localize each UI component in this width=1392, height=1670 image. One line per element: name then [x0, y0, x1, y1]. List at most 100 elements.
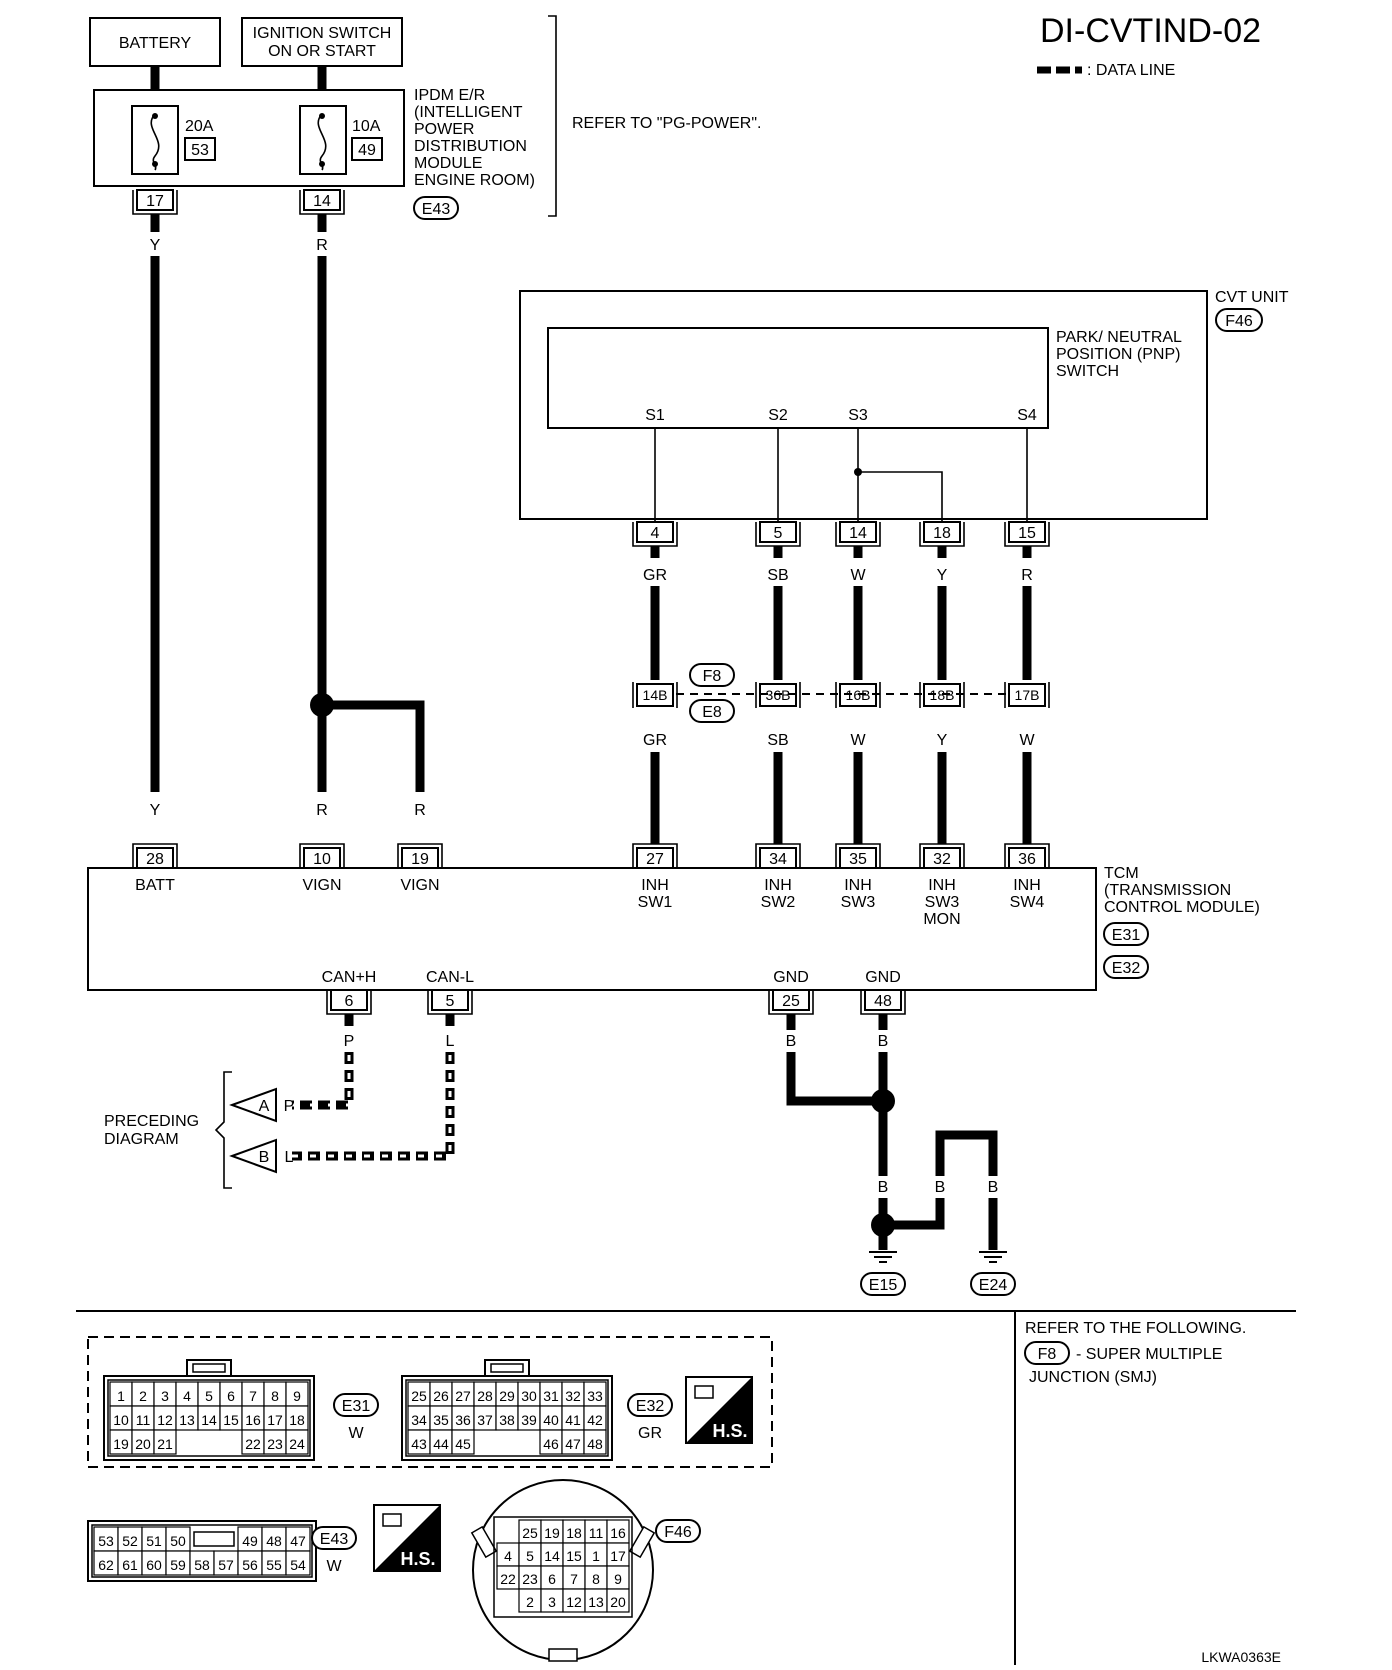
joint-pin-17B: 17B [1004, 682, 1050, 708]
cvt-pin-18: 18 [919, 521, 965, 547]
cvt-connector-tag: F46 [1215, 308, 1263, 332]
refer-following-line3: JUNCTION (SMJ) [1029, 1369, 1157, 1386]
joint-connector-f8: F8 [689, 663, 735, 687]
connector-id: F46 [664, 1524, 692, 1541]
tcm-top-label: INH [928, 877, 956, 894]
tcm-bottom-label: CAN+H [322, 969, 377, 986]
connector-cavity: 2 [526, 1594, 534, 1610]
svg-text:DISTRIBUTION: DISTRIBUTION [414, 138, 527, 155]
connector-cavity: 50 [170, 1533, 186, 1549]
connector-cavity: 35 [433, 1412, 449, 1428]
wire-color-mid: SB [767, 732, 788, 749]
connector-cavity: 38 [499, 1412, 515, 1428]
svg-text:E32: E32 [1112, 960, 1141, 977]
connector-cavity: 26 [433, 1388, 449, 1404]
tcm-bottom-label: CAN-L [426, 969, 474, 986]
joint-connector-e8: E8 [689, 699, 735, 723]
tcm-pin-25: 25 [768, 989, 814, 1015]
connector-cavity: 58 [194, 1557, 210, 1573]
refer-pg-power: REFER TO "PG-POWER". [572, 115, 761, 132]
svg-text:H.S.: H.S. [712, 1421, 747, 1441]
joint-pin-14B: 14B [632, 682, 678, 708]
wire-color-top: Y [937, 567, 948, 584]
gnd-wire-color-loop: B [935, 1179, 946, 1196]
connector-cavity: 3 [548, 1594, 556, 1610]
ipdm-label: IPDM E/R (INTELLIGENT POWER DISTRIBUTION… [414, 87, 535, 189]
gnd-wire-color-e24: B [988, 1179, 999, 1196]
connector-cavity: 18 [566, 1525, 582, 1541]
svg-text:6: 6 [345, 993, 354, 1010]
data-line-legend-label: : DATA LINE [1087, 62, 1175, 79]
preceding-arrow-b: B [229, 1138, 277, 1174]
svg-text:E31: E31 [1112, 927, 1141, 944]
connector-cavity: 1 [592, 1548, 600, 1564]
tcm-pin-34: 34 [755, 843, 801, 869]
connector-cavity: 59 [170, 1557, 186, 1573]
connector-cavity: 11 [589, 1525, 604, 1541]
connector-cavity: 14 [201, 1412, 217, 1428]
tcm-bottom-label: GND [865, 969, 901, 986]
connector-cavity: 28 [477, 1388, 493, 1404]
tcm-pin-10: 10 [299, 843, 345, 869]
tcm-top-label: INH [764, 877, 792, 894]
connector-cavity: 17 [267, 1412, 283, 1428]
wire-color-ign-top: R [316, 237, 328, 254]
connector-cavity: 19 [544, 1525, 560, 1541]
connector-cavity: 9 [614, 1571, 622, 1587]
svg-text:14B: 14B [643, 687, 668, 703]
connector-cavity: 20 [135, 1436, 151, 1452]
connector-cavity: 31 [543, 1388, 559, 1404]
connector-cavity: 43 [411, 1436, 427, 1452]
connector-cavity: 2 [139, 1388, 147, 1404]
connector-cavity: 30 [521, 1388, 537, 1404]
connector-cavity: 41 [565, 1412, 581, 1428]
wire-color-ign2-bottom: R [414, 802, 426, 819]
connector-color: GR [638, 1425, 662, 1442]
connector-cavity: 32 [565, 1388, 581, 1404]
fuse-10a-number: 49 [358, 142, 376, 159]
tcm-pin-32: 32 [919, 843, 965, 869]
svg-text:35: 35 [849, 851, 867, 868]
connector-cavity: 53 [98, 1533, 114, 1549]
cvt-unit-label: CVT UNIT [1215, 289, 1289, 306]
svg-text:32: 32 [933, 851, 951, 868]
svg-text:18: 18 [933, 525, 951, 542]
connector-cavity: 40 [543, 1412, 559, 1428]
connector-cavity: 27 [455, 1388, 471, 1404]
connector-cavity: 25 [522, 1525, 538, 1541]
gnd-wire-color-lower: B [878, 1179, 889, 1196]
svg-text:ENGINE ROOM): ENGINE ROOM) [414, 172, 535, 189]
connector-id: E31 [342, 1398, 371, 1415]
refer-connector-f8: F8 [1024, 1341, 1070, 1365]
svg-text:(TRANSMISSION: (TRANSMISSION [1104, 882, 1231, 899]
svg-text:27: 27 [646, 851, 664, 868]
connector-cavity: 11 [136, 1412, 151, 1428]
tcm-pin-19: 19 [397, 843, 443, 869]
svg-text:POSITION (PNP): POSITION (PNP) [1056, 346, 1180, 363]
tcm-pin-6: 6 [326, 989, 372, 1015]
connector-id: E32 [636, 1398, 665, 1415]
connector-cavity: 25 [411, 1388, 427, 1404]
connector-cavity: 6 [227, 1388, 235, 1404]
tcm-connector-e32: E32 [1103, 955, 1149, 979]
connector-cavity: 45 [455, 1436, 471, 1452]
connector-cavity: 48 [266, 1533, 282, 1549]
connector-color: W [348, 1425, 364, 1442]
fuse-10a-label: 10A [352, 118, 381, 135]
connector-cavity: 4 [504, 1548, 512, 1564]
connector-cavity: 42 [587, 1412, 603, 1428]
connector-cavity: 52 [122, 1533, 138, 1549]
svg-text:5: 5 [446, 993, 455, 1010]
connector-cavity: 16 [245, 1412, 261, 1428]
wire-color-mid: Y [937, 732, 948, 749]
connector-cavity: 44 [433, 1436, 449, 1452]
svg-text:DIAGRAM: DIAGRAM [104, 1131, 179, 1148]
svg-text:25: 25 [782, 993, 800, 1010]
connector-cavity: 13 [588, 1594, 604, 1610]
cvt-pin-4: 4 [632, 521, 678, 547]
connector-cavity: 19 [113, 1436, 129, 1452]
svg-text:B: B [259, 1149, 270, 1166]
svg-text:48: 48 [874, 993, 892, 1010]
